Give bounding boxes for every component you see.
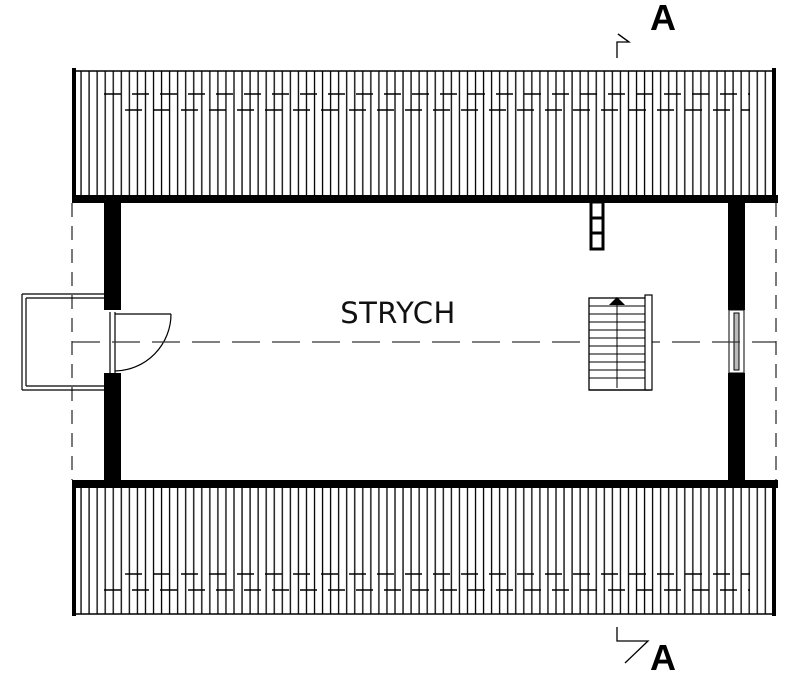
bottom-roof-hatch: [72, 480, 778, 616]
right-wall: [728, 200, 745, 485]
room-label-attic: STRYCH: [340, 296, 456, 330]
left-wall: [104, 200, 121, 485]
top-roof-hatch: [72, 68, 778, 203]
chimney-ladder: [589, 200, 605, 251]
balcony: [21, 293, 104, 391]
entry-door-with-swing: [109, 312, 172, 373]
section-cut-top: [616, 33, 631, 58]
section-marker-top: A: [650, 0, 676, 38]
section-cut-bottom: [616, 627, 650, 664]
staircase-up-arrow: [588, 294, 653, 391]
section-marker-bottom: A: [650, 637, 676, 678]
